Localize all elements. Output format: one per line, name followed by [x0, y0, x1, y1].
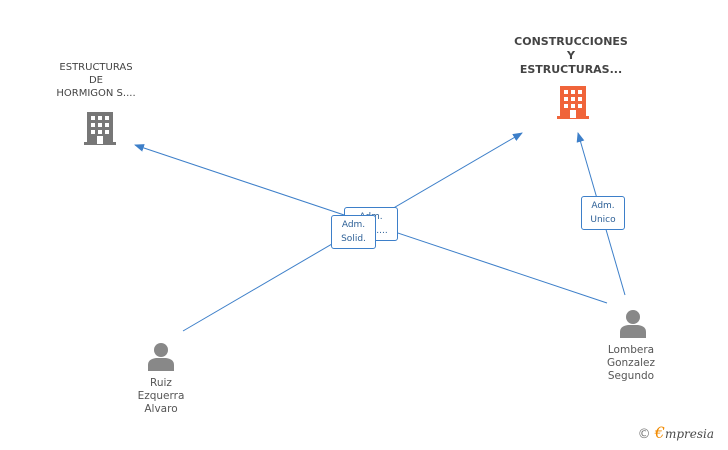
person-label-ruiz[interactable]: Ruiz Ezquerra Alvaro	[137, 377, 185, 415]
role-badge-adm-unico[interactable]: Adm. Unico	[581, 196, 625, 230]
person-icon[interactable]	[146, 341, 176, 371]
role-badge-adm-solid[interactable]: Adm. Solid.	[331, 215, 376, 249]
copyright-symbol: ©	[637, 427, 651, 442]
person-icon[interactable]	[618, 308, 648, 338]
empresia-logo-text: mpresia	[664, 427, 714, 441]
empresia-logo-e: €	[654, 423, 665, 442]
company-label-estructuras[interactable]: ESTRUCTURAS DE HORMIGON S....	[56, 62, 136, 99]
building-icon[interactable]	[84, 110, 116, 146]
empresia-watermark: © €mpresia	[638, 423, 714, 442]
company-label-construcciones[interactable]: CONSTRUCCIONES Y ESTRUCTURAS...	[514, 35, 628, 76]
building-icon[interactable]	[557, 84, 589, 120]
person-label-lombera[interactable]: Lombera Gonzalez Segundo	[606, 344, 656, 382]
